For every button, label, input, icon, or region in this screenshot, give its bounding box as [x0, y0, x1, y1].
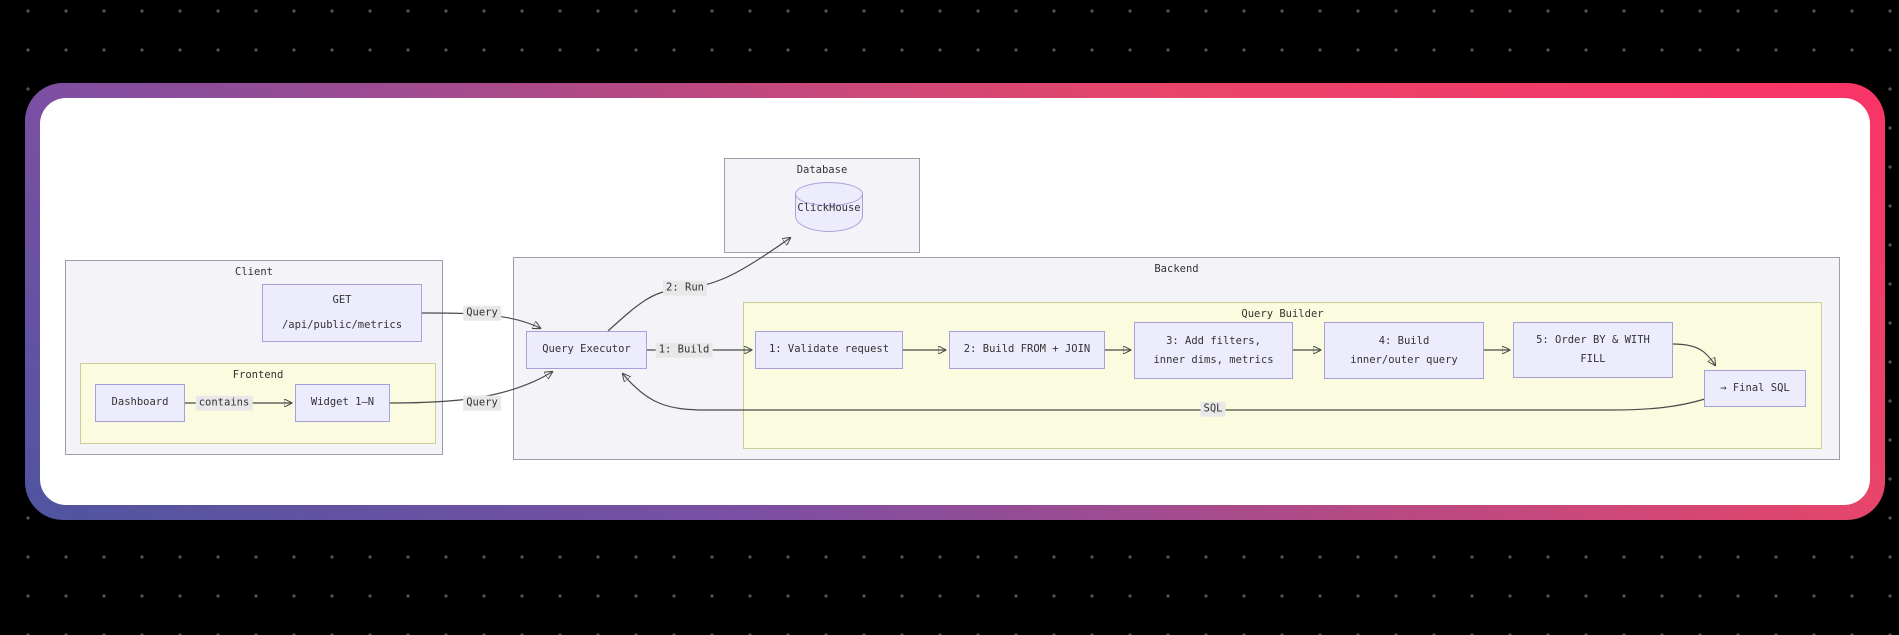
cluster-backend-title: Backend [1154, 263, 1199, 275]
node-get-endpoint: GET /api/public/metrics [262, 284, 422, 342]
node-step4-line1: 4: Build [1378, 334, 1430, 347]
cluster-database-title: Database [796, 164, 848, 176]
node-get-endpoint-line2: /api/public/metrics [281, 319, 403, 331]
node-step2-build-from-join: 2: Build FROM + JOIN [949, 331, 1105, 369]
edge-label-sql: SQL [1200, 401, 1226, 417]
node-dashboard: Dashboard [95, 384, 185, 422]
cylinder-top-ellipse [795, 182, 863, 206]
node-step4-line2: inner/outer query [1350, 353, 1458, 366]
edge-label-run: 2: Run [663, 280, 707, 296]
node-final-sql-label: → Final SQL [1720, 381, 1790, 394]
node-query-executor-label: Query Executor [542, 343, 631, 356]
node-step5-line1: 5: Order BY & WITH [1536, 334, 1650, 346]
node-clickhouse-cylinder: ClickHouse [795, 182, 863, 232]
node-step2-label: 2: Build FROM + JOIN [963, 343, 1091, 356]
node-step4-build-inner-outer: 4: Build inner/outer query [1324, 322, 1484, 379]
cluster-database: Database [724, 158, 920, 253]
node-query-executor: Query Executor [526, 331, 647, 369]
node-get-endpoint-line1: GET [332, 294, 352, 306]
node-step3-line1: 3: Add filters, [1166, 334, 1261, 347]
cluster-query-builder-title: Query Builder [1241, 308, 1324, 320]
node-widget: Widget 1–N [295, 384, 390, 422]
cluster-client-title: Client [235, 266, 273, 278]
cluster-frontend-title: Frontend [232, 369, 284, 381]
node-clickhouse-label: ClickHouse [797, 202, 861, 214]
node-step1-label: 1: Validate request [768, 343, 890, 356]
edge-label-build: 1: Build [655, 342, 713, 358]
node-final-sql: → Final SQL [1704, 370, 1806, 407]
edge-label-contains: contains [195, 395, 253, 411]
node-step3-line2: inner dims, metrics [1153, 353, 1274, 366]
node-dashboard-label: Dashboard [111, 396, 169, 409]
node-step3-add-filters: 3: Add filters, inner dims, metrics [1134, 322, 1293, 379]
node-widget-label: Widget 1–N [310, 396, 375, 409]
node-step5-line2: FILL [1580, 353, 1606, 365]
edge-label-query-bottom: Query [463, 395, 501, 411]
node-step5-order-by-with-fill: 5: Order BY & WITH FILL [1513, 322, 1673, 378]
edge-label-query-top: Query [463, 305, 501, 321]
node-step1-validate: 1: Validate request [755, 331, 903, 369]
